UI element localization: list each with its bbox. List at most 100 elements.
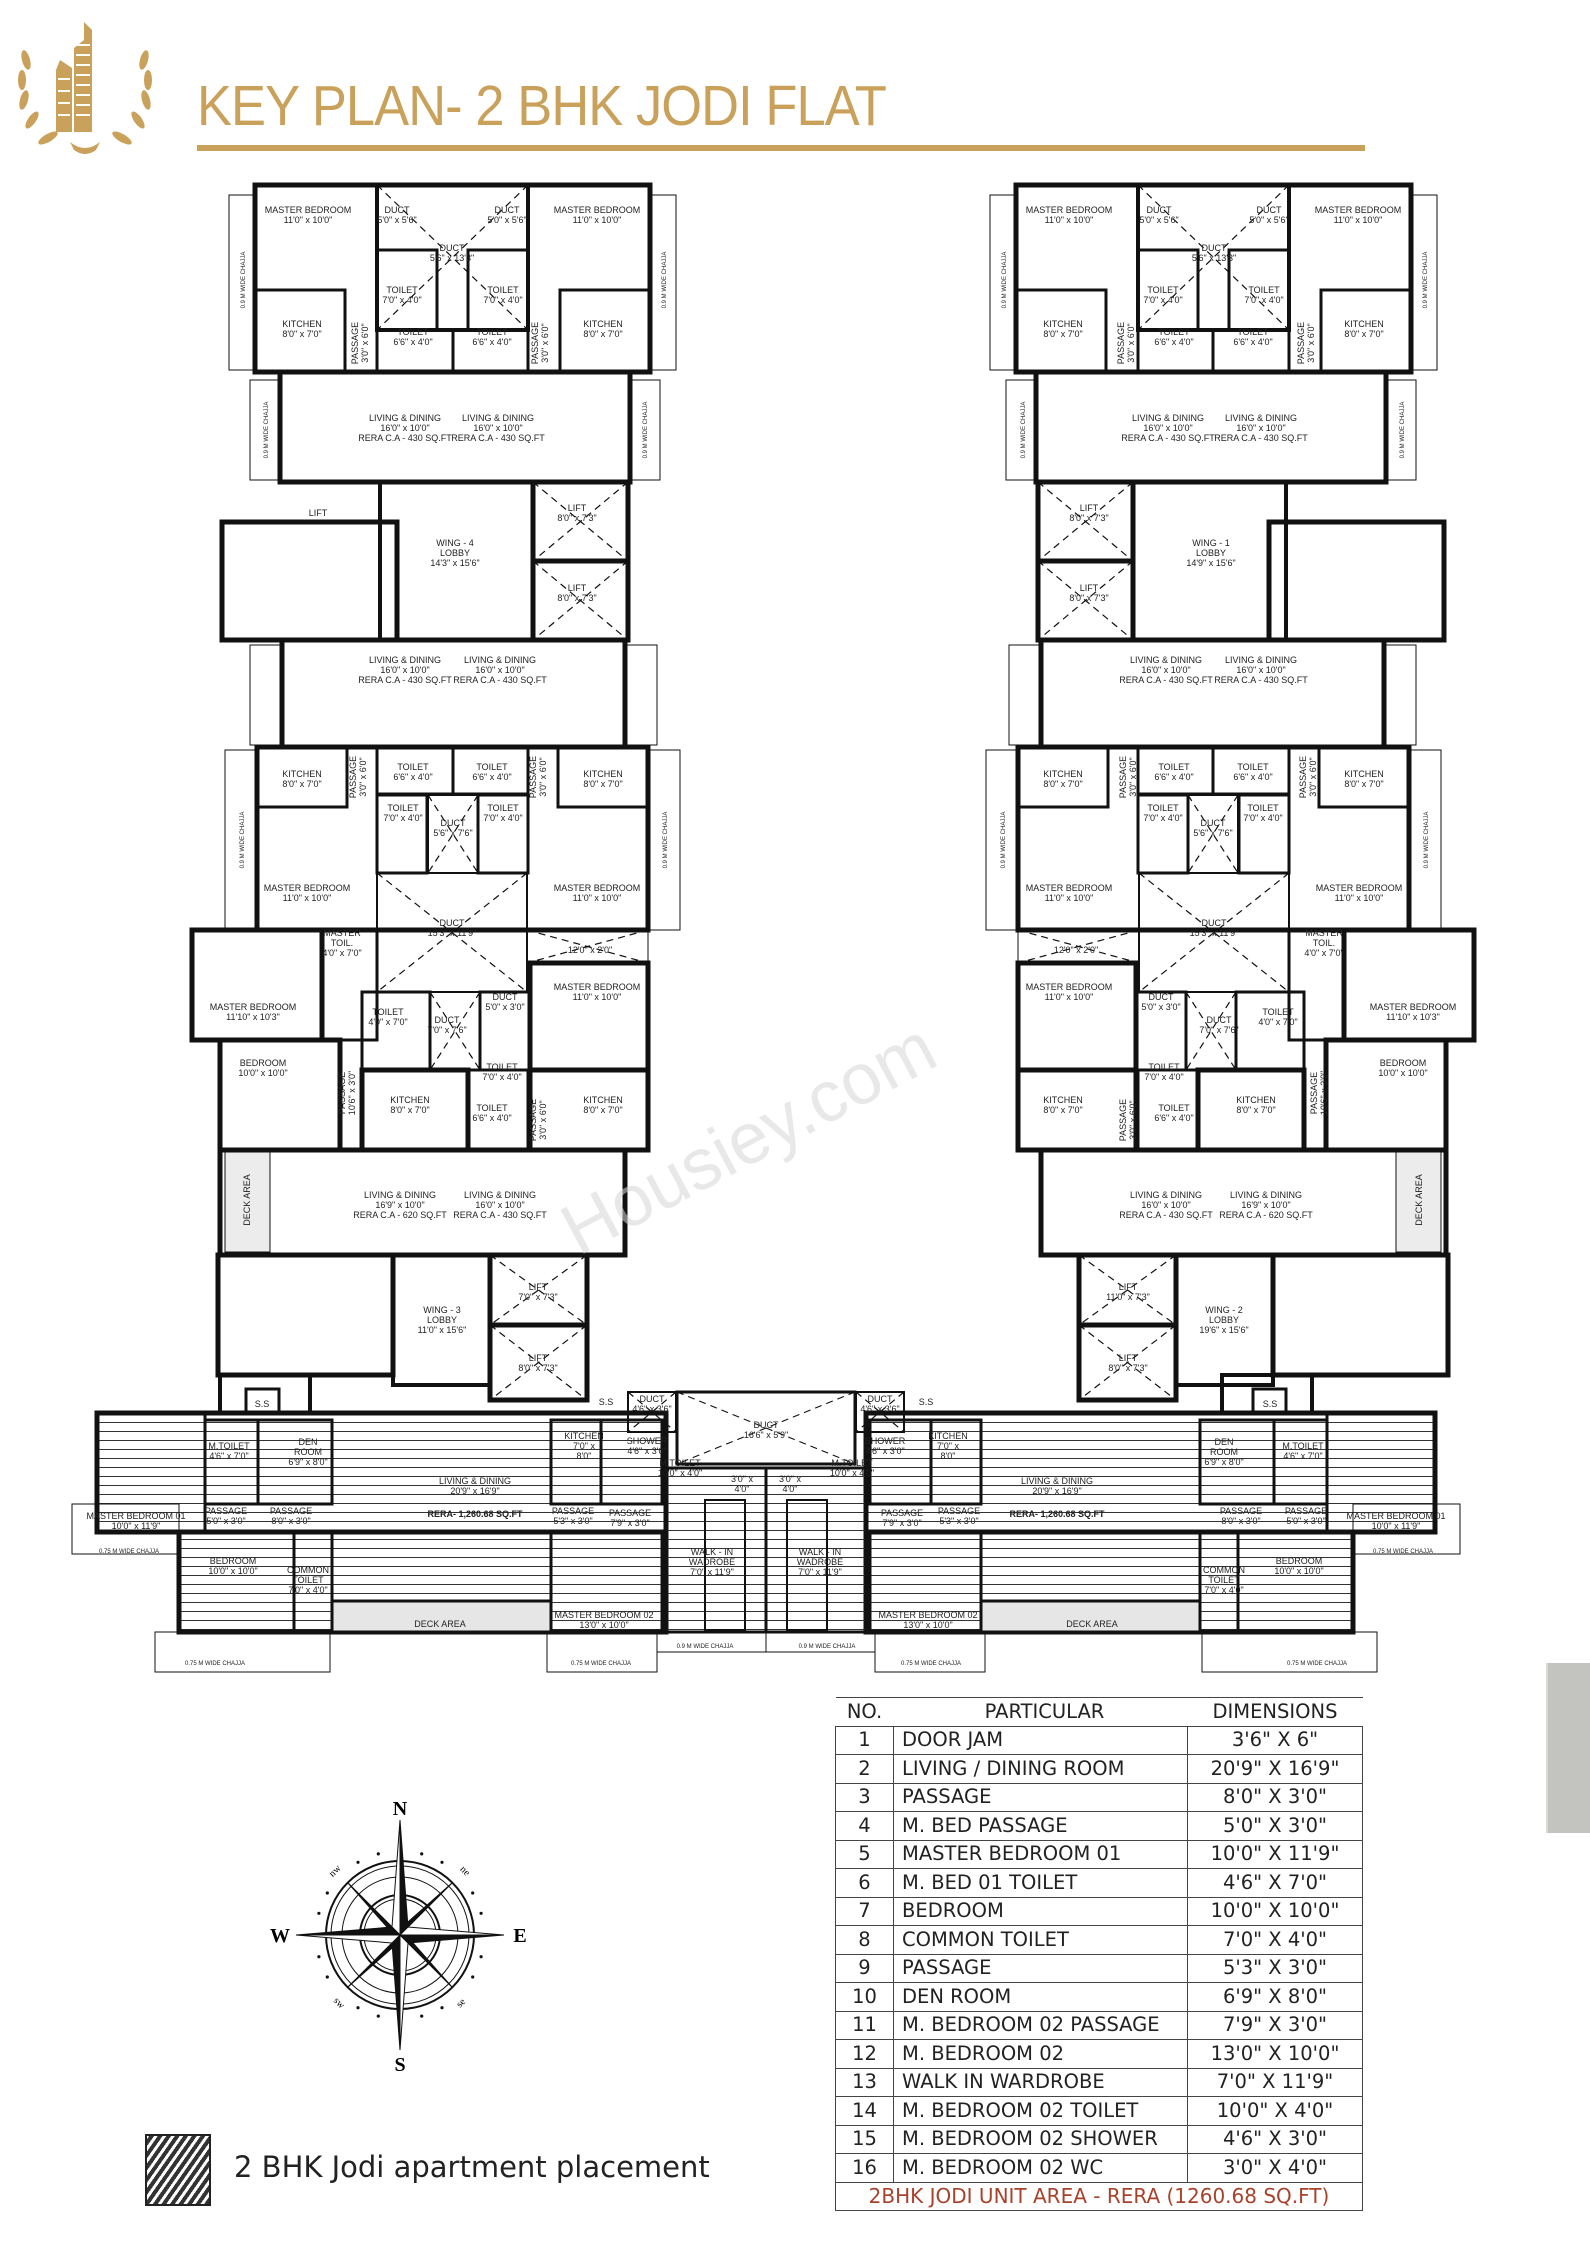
room-label-line: 11'0" x 10'0": [573, 215, 622, 225]
room-label-line: PASSAGE: [1220, 1506, 1262, 1516]
room-label-line: WING - 3: [423, 1305, 461, 1315]
deck: [330, 1599, 553, 1634]
room-label-line: 4'6" x 7'0": [1283, 1451, 1322, 1461]
staircase: [1270, 1252, 1451, 1378]
room-label-line: MASTER BEDROOM: [554, 883, 641, 893]
room-label-line: DUCT: [493, 992, 518, 1002]
room-label-line: TOILET: [397, 327, 429, 337]
wall: [1234, 990, 1306, 1072]
jodi-right-room-label: 0.9 M WIDE CHAJJA: [799, 1644, 856, 1650]
room-label-line: 7'0" x 4'0": [1243, 813, 1282, 823]
room-label-line: MASTER BEDROOM: [265, 205, 352, 215]
room-label-line: 11'0" x 10'0": [1334, 215, 1383, 225]
row-number: 11: [835, 2010, 894, 2040]
room-label-line: DUCT: [385, 205, 410, 215]
compass-dot: [420, 2014, 424, 2018]
room-label-line: M.TOILET: [208, 1441, 250, 1451]
room-label-line: MASTER: [323, 928, 361, 938]
room-label-line: 6'6" x 4'0": [393, 772, 432, 782]
room-label-line: LIVING & DINING: [1230, 1190, 1302, 1200]
room-label-line: 0.9 M WIDE CHAJJA: [677, 1644, 734, 1650]
room-label-line: TOILET: [476, 1103, 508, 1113]
wall: [189, 927, 325, 1043]
chajja: [649, 194, 677, 371]
right-tower-room-label: 0.9 M WIDE CHAJJA: [1001, 812, 1007, 869]
room-label-line: PASSAGE: [1116, 322, 1126, 364]
compass-nw: nw: [327, 1862, 344, 1879]
room-label-line: PASSAGE: [938, 1506, 980, 1516]
duct: [675, 1390, 857, 1466]
room-label-line: M.TOILET: [831, 1458, 873, 1468]
jodi-left-room-label: DECK AREA: [414, 1619, 466, 1629]
room-label-line: LOBBY: [440, 548, 470, 558]
room-label-line: DUCT: [868, 1394, 893, 1404]
room-label-line: 12'0" x 2'0": [1054, 945, 1098, 955]
wall: [786, 1499, 828, 1631]
room-label-line: KITCHEN: [390, 1095, 430, 1105]
room-label-line: TOILET: [397, 762, 429, 772]
room-label-line: DECK AREA: [414, 1619, 466, 1629]
room-label-line: 0.9 M WIDE CHAJJA: [663, 812, 669, 869]
room-label-line: 0.9 M WIDE CHAJJA: [1021, 402, 1027, 459]
room-label-line: PASSAGE: [609, 1508, 651, 1518]
room-label-line: MASTER BEDROOM: [1370, 1002, 1457, 1012]
jodi-right-room-label: 0.75 M WIDE CHAJJA: [1373, 1549, 1433, 1555]
room-label-line: 10'0" x 4'0": [658, 1468, 702, 1478]
shaft-cross-line: [376, 872, 528, 993]
room-label-line: PASSAGE: [530, 322, 540, 364]
room-label-line: 4'0" x 7'0": [1258, 1017, 1297, 1027]
room-label-line: TOILET: [386, 285, 418, 295]
room-label-line: 0.9 M WIDE CHAJJA: [240, 812, 246, 869]
room-label-line: M.TOILET: [1282, 1441, 1324, 1451]
wall: [451, 328, 530, 374]
row-particular: BEDROOM: [893, 1896, 1188, 1926]
room-label-line: 11'0" x 10'0": [1045, 992, 1094, 1002]
room-label-line: MASTER BEDROOM: [1316, 883, 1403, 893]
room-label-line: 6'6" x 4'0": [1154, 772, 1193, 782]
room-label-line: 11'0" x 10'0": [573, 893, 622, 903]
shaft-cross-line: [1078, 1254, 1177, 1326]
room-label-line: 5'0" x 5'6": [1139, 215, 1178, 225]
room-label-line: 7'0" x 4'0": [288, 1585, 327, 1595]
room-label-line: MASTER BEDROOM 01: [1346, 1511, 1445, 1521]
room-label-line: 0.75 M WIDE CHAJJA: [901, 1661, 961, 1667]
header-no: NO.: [835, 1697, 894, 1727]
room-label-line: 3'0" x: [779, 1474, 801, 1484]
room-label-line: LIVING & DINING: [464, 1190, 536, 1200]
room-label-line: LIFT: [568, 583, 587, 593]
room-label-line: LOBBY: [1196, 548, 1226, 558]
row-dimensions: 10'0" X 11'9": [1187, 1839, 1363, 1869]
room-label-line: 3'0" x 6'0": [360, 323, 370, 362]
row-particular: DEN ROOM: [893, 1982, 1188, 2012]
room-label-line: MASTER BEDROOM: [264, 883, 351, 893]
room-label-line: WING - 2: [1205, 1305, 1243, 1315]
room-label-line: KITCHEN: [1344, 769, 1384, 779]
